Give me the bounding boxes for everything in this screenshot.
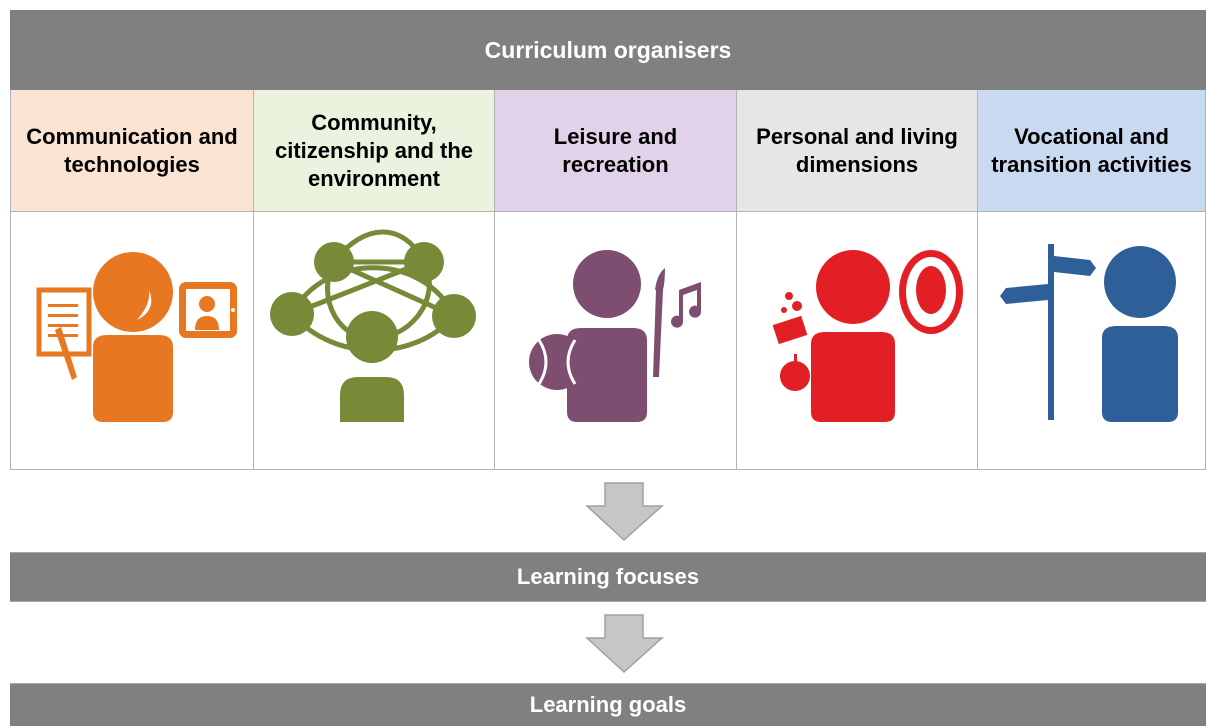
organiser-community: Community, citizenship and the environme… [253, 90, 494, 470]
curriculum-organisers-header: Curriculum organisers [10, 10, 1206, 90]
network-people-icon [254, 212, 494, 469]
learning-focuses-bar: Learning focuses [10, 552, 1206, 602]
learning-goals-bar: Learning goals [10, 683, 1206, 726]
communication-person-icon [11, 212, 253, 469]
signpost-person-icon [978, 212, 1205, 469]
organiser-label: Leisure and recreation [495, 90, 736, 212]
organiser-label: Communication and technologies [11, 90, 253, 212]
organiser-personal: Personal and living dimensions [736, 90, 977, 470]
personal-person-mirror-icon [737, 212, 977, 469]
organiser-leisure: Leisure and recreation [494, 90, 736, 470]
down-arrow-icon [585, 614, 664, 674]
leisure-person-icon [495, 212, 736, 469]
organiser-vocational: Vocational and transition activities [977, 90, 1206, 470]
organiser-label: Personal and living dimensions [737, 90, 977, 212]
organisers-grid: Communication and technologies [10, 90, 1206, 470]
organiser-label: Community, citizenship and the environme… [254, 90, 494, 212]
organiser-communication: Communication and technologies [10, 90, 253, 470]
down-arrow-icon [585, 482, 664, 542]
organiser-label: Vocational and transition activities [978, 90, 1205, 212]
